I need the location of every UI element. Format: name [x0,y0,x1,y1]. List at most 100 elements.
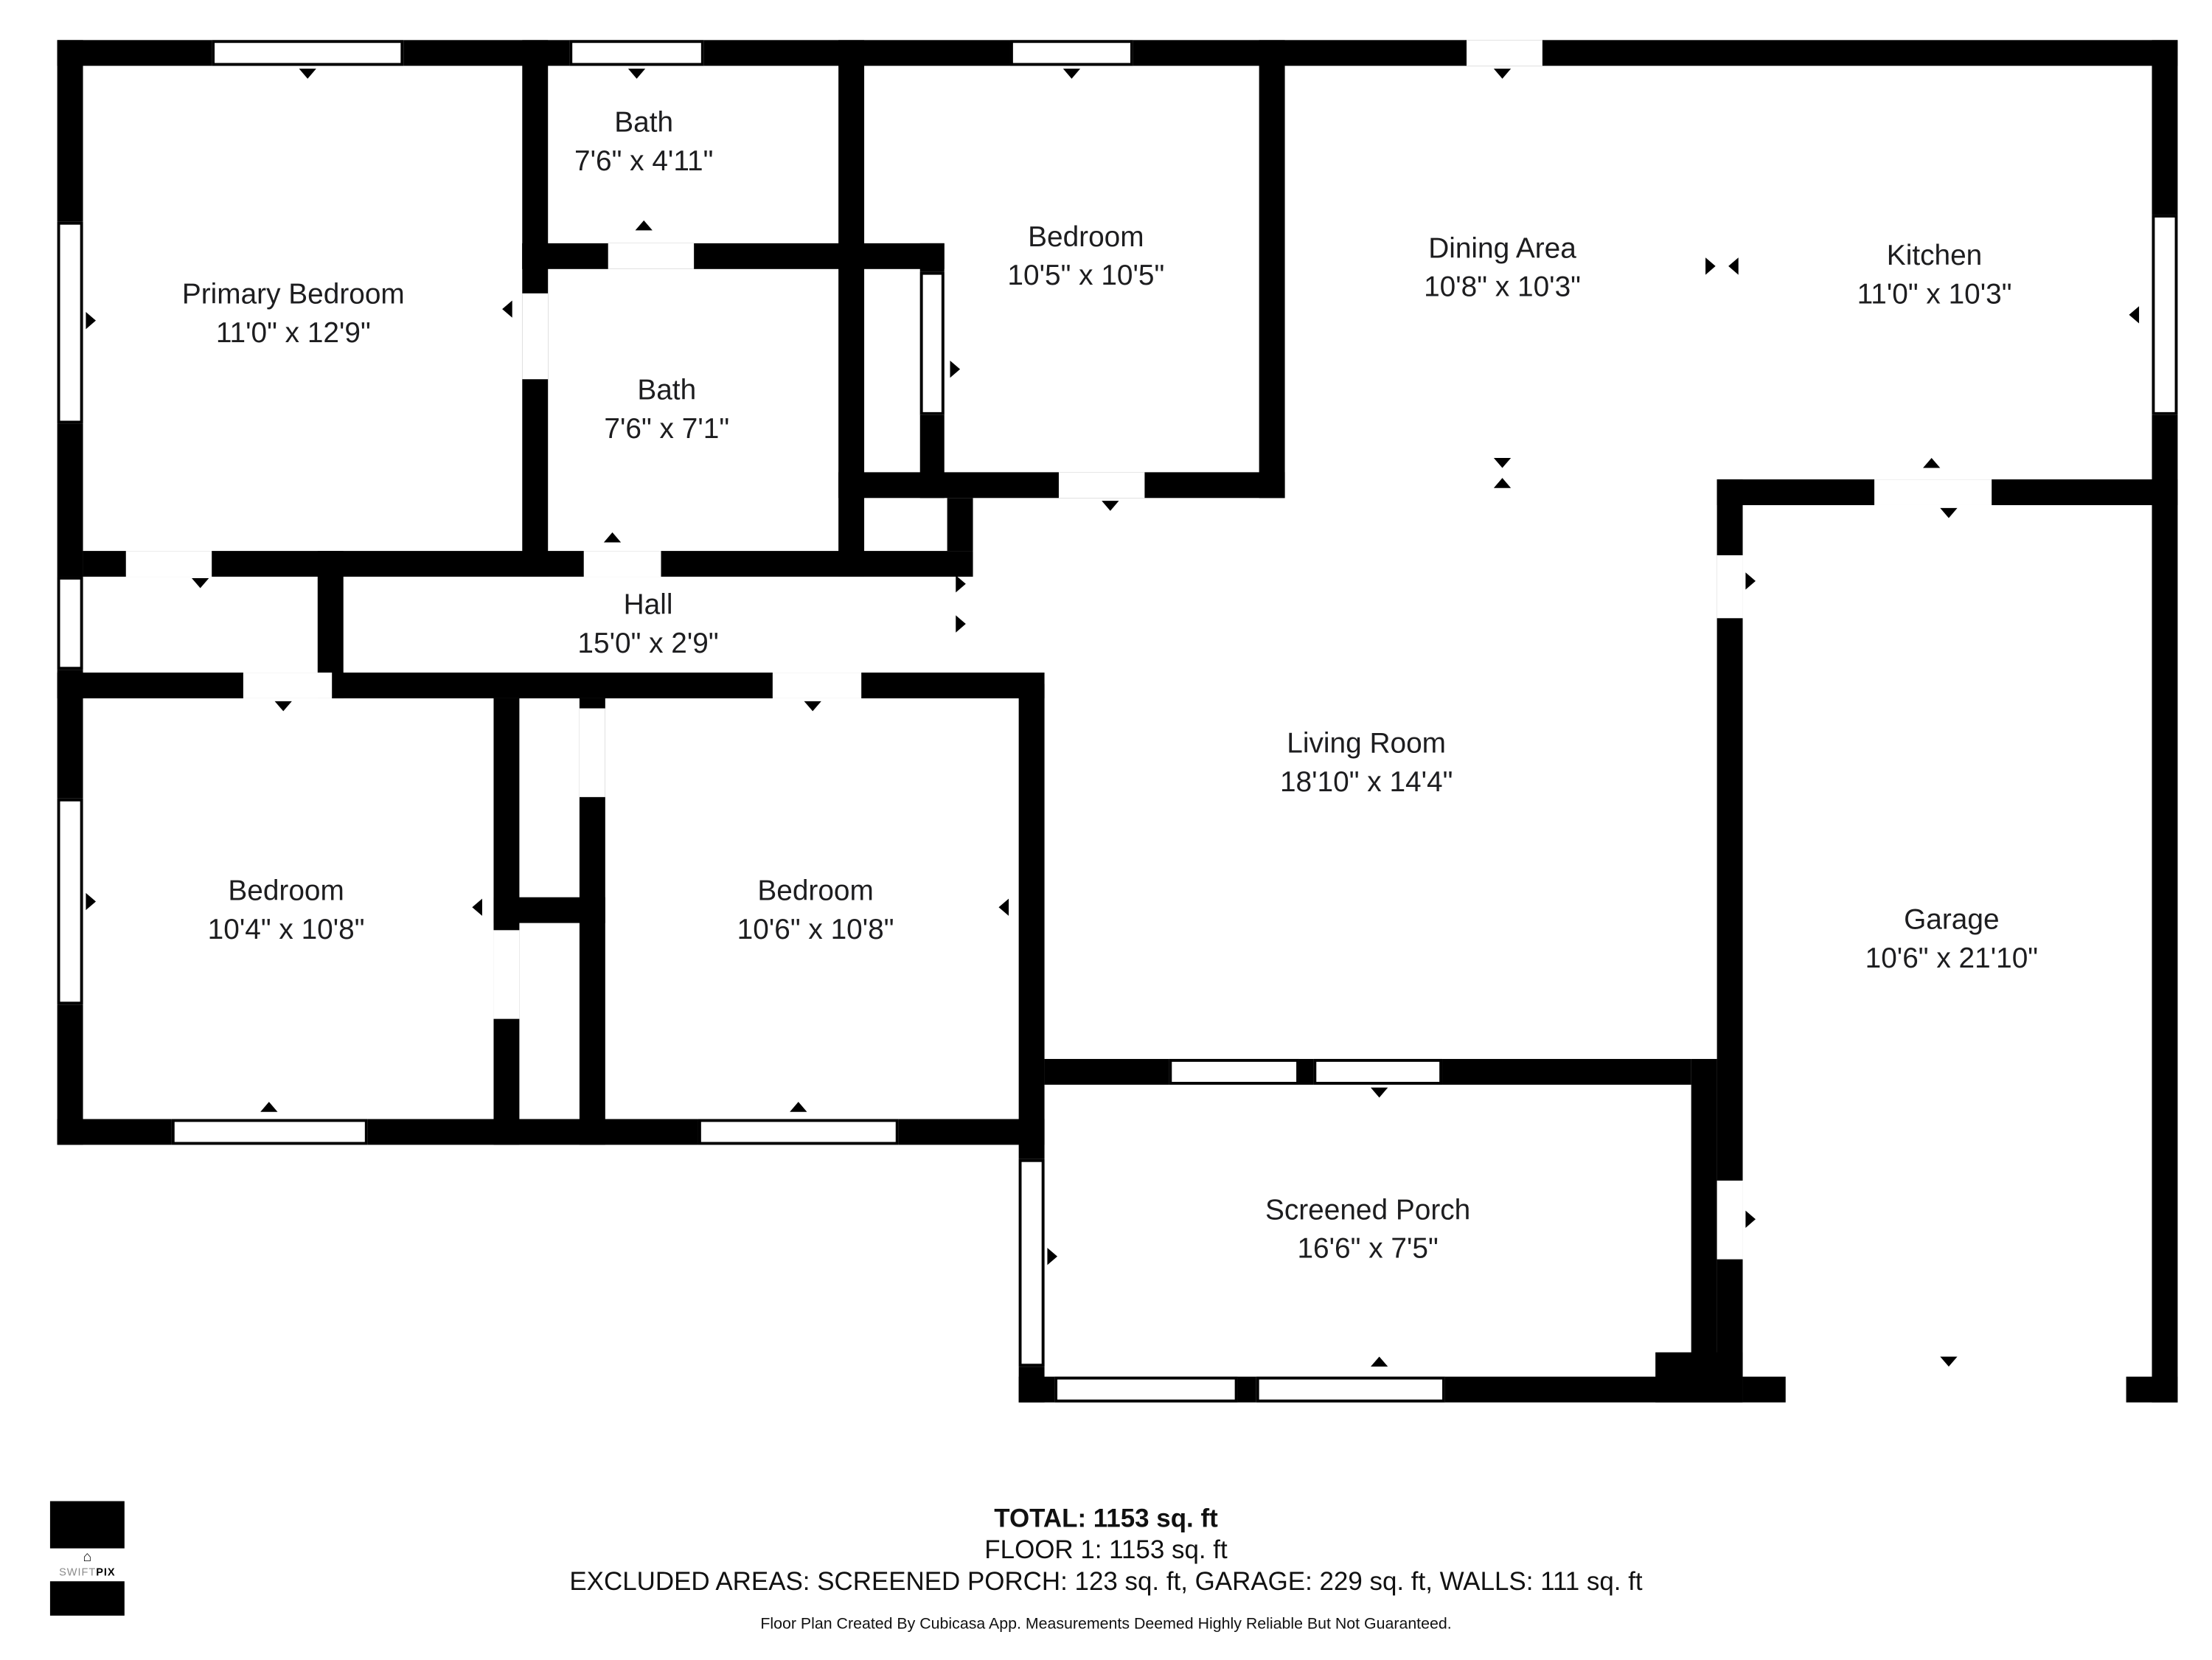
door-marker-icon [1493,69,1512,79]
room-label-bath-top: Bath 7'6" x 4'11" [574,105,713,182]
logo-bottom-block [49,1581,125,1616]
opening-marker-icon [956,615,966,633]
logo-middle: ⌂ SWIFTPIX [50,1549,125,1582]
logo-prefix: SWIFT [59,1565,97,1579]
room-dims: 11'0" x 12'9" [215,317,371,350]
room-label-bath-mid: Bath 7'6" x 7'1" [604,372,729,450]
wall-segment [83,551,973,577]
closet-slider-symbol [919,271,945,415]
door-opening [125,551,212,577]
door-marker-icon [472,898,482,916]
window-symbol [57,221,83,424]
total-area-text: TOTAL: 1153 sq. ft [994,1504,1218,1533]
window-marker-icon [627,69,646,79]
window-symbol [698,1119,899,1145]
room-dims: 7'6" x 7'1" [604,413,730,445]
door-marker-icon [1745,1210,1756,1228]
logo-top-block [49,1501,125,1549]
house-icon: ⌂ [83,1549,92,1566]
wall-segment [493,897,605,923]
door-marker-icon [1370,1087,1388,1098]
room-dims: 15'0" x 2'9" [577,628,719,660]
door-marker-icon [950,361,961,378]
room-label-dining-area: Dining Area 10'8" x 10'3" [1424,230,1581,308]
room-label-screened-porch: Screened Porch 16'6" x 7'5" [1265,1192,1470,1269]
window-symbol [1313,1058,1443,1085]
window-symbol [1054,1376,1238,1403]
opening-marker-icon [1705,257,1716,275]
room-label-bedroom-mid: Bedroom 10'6" x 10'8" [737,873,894,951]
room-label-primary-bedroom: Primary Bedroom 11'0" x 12'9" [182,277,405,354]
wall-segment [947,498,973,552]
room-name: Bedroom [228,875,344,908]
door-marker-icon [804,701,821,712]
room-label-kitchen: Kitchen 11'0" x 10'3" [1857,237,2012,315]
room-name: Bath [614,107,674,139]
window-symbol [1018,1159,1045,1367]
window-symbol [1256,1376,1445,1403]
door-opening [243,673,333,698]
floor-area-text: FLOOR 1: 1153 sq. ft [984,1535,1228,1564]
room-dims: 16'6" x 7'5" [1297,1233,1439,1265]
door-opening [1874,479,1992,505]
opening-marker-icon [1493,457,1512,468]
window-marker-icon [790,1102,807,1112]
room-name: Bath [637,375,697,407]
door-opening [493,930,520,1019]
room-label-hall: Hall 15'0" x 2'9" [577,587,718,664]
window-symbol [1009,40,1133,66]
room-dims: 18'10" x 14'4" [1279,767,1453,799]
door-opening [1717,555,1743,619]
window-marker-icon [1062,69,1081,79]
opening-marker-icon [1728,257,1739,275]
door-opening [1717,1180,1743,1260]
room-label-bedroom-left: Bedroom 10'4" x 10'8" [208,873,365,951]
door-marker-icon [635,220,653,231]
door-opening [1467,40,1543,66]
logo-wordmark: SWIFTPIX [50,1566,125,1578]
wall-segment [522,40,549,269]
door-marker-icon [192,577,209,588]
room-label-bedroom-top: Bedroom 10'5" x 10'5" [1007,219,1164,296]
wall-segment [1259,40,1285,499]
window-symbol [1169,1058,1299,1085]
door-marker-icon [502,300,512,318]
door-opening [608,243,695,269]
window-symbol [57,577,83,670]
room-name: Primary Bedroom [181,279,405,311]
logo-suffix: PIX [96,1565,116,1579]
room-dims: 7'6" x 4'11" [574,145,714,178]
door-opening [579,708,605,797]
attribution-text: Floor Plan Created By Cubicasa App. Meas… [760,1615,1452,1633]
area-summary: TOTAL: 1153 sq. ft FLOOR 1: 1153 sq. ft … [0,1503,2212,1635]
room-dims: 10'8" x 10'3" [1424,271,1581,304]
window-marker-icon [1370,1356,1388,1367]
door-opening [1058,472,1145,499]
opening-marker-icon [956,575,966,593]
window-symbol [2152,215,2178,415]
room-dims: 11'0" x 10'3" [1857,279,2012,311]
window-symbol [212,40,404,66]
door-marker-icon [1923,457,1941,468]
door-opening [583,551,661,577]
window-marker-icon [2129,306,2140,324]
door-opening [522,293,549,380]
garage-door-marker-icon [1940,1356,1958,1367]
room-name: Kitchen [1886,240,1983,272]
door-opening [772,673,862,698]
room-name: Bedroom [1028,221,1144,254]
door-marker-icon [603,532,622,543]
room-dims: 10'5" x 10'5" [1007,260,1165,292]
window-marker-icon [86,312,97,330]
room-dims: 10'6" x 10'8" [737,914,894,946]
window-marker-icon [260,1102,278,1112]
wall-segment [1691,1058,1717,1403]
door-marker-icon [998,898,1009,916]
window-marker-icon [299,69,316,79]
wall-segment [1742,1376,1786,1403]
wall-segment [2126,1376,2178,1403]
swiftpix-logo: ⌂ SWIFTPIX [49,1501,125,1616]
wall-segment [57,673,1045,698]
room-name: Screened Porch [1265,1195,1471,1227]
